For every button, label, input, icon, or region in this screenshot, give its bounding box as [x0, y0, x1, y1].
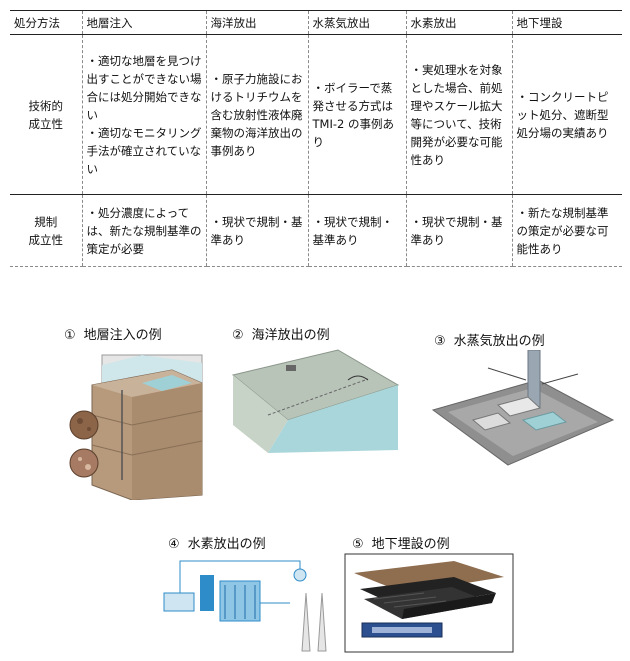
table-cell: ・新たな規制基準の策定が必要な可能性あり — [511, 194, 622, 267]
row-label-technical: 技術的 成立性 — [10, 34, 82, 195]
table-cell: ・実処理水を対象とした場合、前処理やスケール拡大等について、技術開発が必要な可能… — [405, 34, 512, 195]
geological-injection-illustration — [69, 354, 203, 500]
row-label-regulatory: 規制 成立性 — [10, 194, 82, 267]
table-row: 規制 成立性 ・処分濃度によっては、新たな規制基準の策定が必要 ・現状で規制・基… — [10, 194, 622, 267]
table-row: 技術的 成立性 ・適切な地層を見つけ出すことができない場合には処分開始できない … — [10, 34, 622, 195]
header-geological-injection: 地層注入 — [81, 10, 206, 35]
header-vapor-release: 水蒸気放出 — [307, 10, 406, 35]
underground-burial-illustration — [344, 553, 514, 653]
table-cell: ・現状で規制・基準あり — [307, 194, 406, 267]
water-vapor-release-illustration — [431, 350, 615, 466]
table-header-row: 処分方法 地層注入 海洋放出 水蒸気放出 水素放出 地下埋設 — [10, 10, 622, 35]
table-cell: ・ボイラーで蒸発させる方式はTMI-2 の事例あり — [307, 34, 406, 195]
table-cell: ・コンクリートピット処分、遮断型処分場の実績あり — [511, 34, 622, 195]
table-cell: ・現状で規制・基準あり — [405, 194, 512, 267]
table-cell: ・適切な地層を見つけ出すことができない場合には処分開始できない ・適切なモニタリ… — [81, 34, 206, 195]
comparison-table: 処分方法 地層注入 海洋放出 水蒸気放出 水素放出 地下埋設 技術的 成立性 ・… — [10, 10, 622, 267]
hydrogen-release-illustration — [163, 560, 327, 652]
table-cell: ・原子力施設におけるトリチウムを含む放射性液体廃棄物の海洋放出の事例あり — [205, 34, 308, 195]
header-method: 処分方法 — [10, 10, 82, 35]
header-ocean-release: 海洋放出 — [205, 10, 308, 35]
table-cell: ・現状で規制・基準あり — [205, 194, 308, 267]
header-underground-burial: 地下埋設 — [511, 10, 622, 35]
table-cell: ・処分濃度によっては、新たな規制基準の策定が必要 — [81, 194, 206, 267]
header-hydrogen-release: 水素放出 — [405, 10, 512, 35]
ocean-release-illustration — [231, 349, 400, 453]
